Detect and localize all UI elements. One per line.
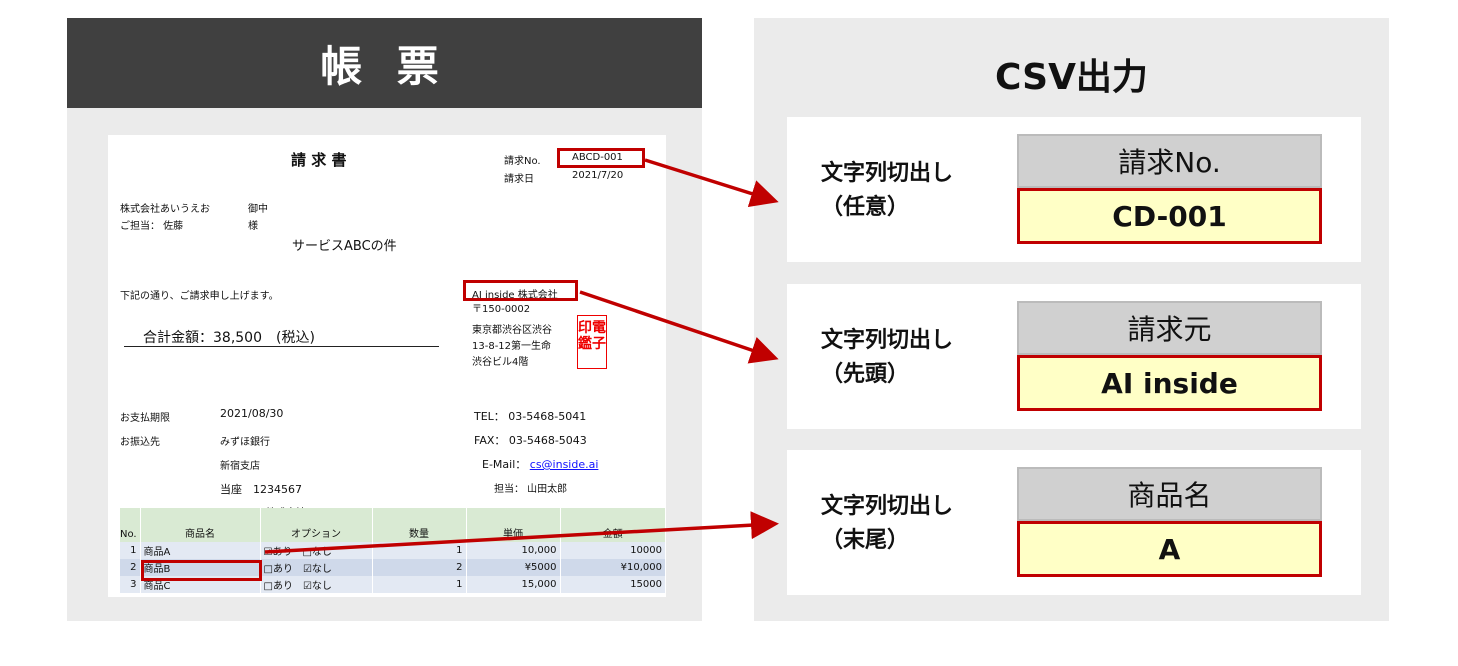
invoice-date-label: 請求日 bbox=[504, 174, 534, 185]
seal-stamp: 印電鑑子 bbox=[577, 315, 607, 369]
fax: FAX： 03-5468-5043 bbox=[474, 434, 587, 447]
form-panel: 帳 票 請 求 書 請求No. ABCD-001 請求日 2021/7/20 株… bbox=[67, 18, 702, 621]
csv-column-header: 請求元 bbox=[1017, 301, 1322, 355]
col-header: 単価 bbox=[466, 508, 561, 542]
csv-card-product: 文字列切出し（末尾） 商品名 A bbox=[787, 450, 1361, 595]
invoice-no-label: 請求No. bbox=[504, 156, 541, 167]
due-label: お支払期限 bbox=[120, 413, 170, 424]
client-suffix: 御中 bbox=[248, 204, 268, 215]
csv-output-title: CSV出力 bbox=[995, 57, 1148, 98]
col-header: 商品名 bbox=[140, 508, 261, 542]
invoice-title: 請 求 書 bbox=[291, 151, 347, 169]
bank-label: お振込先 bbox=[120, 437, 160, 448]
invoice-date: 2021/7/20 bbox=[572, 170, 624, 181]
address-line: 渋谷ビル4階 bbox=[472, 357, 529, 368]
total-underline bbox=[124, 346, 439, 347]
tel: TEL： 03-5468-5041 bbox=[474, 410, 587, 423]
issuer: AI inside 株式会社 bbox=[472, 290, 558, 301]
address-line: 13-8-12第一生命 bbox=[472, 341, 552, 352]
email-link[interactable]: cs@inside.ai bbox=[529, 458, 599, 471]
extraction-label: 文字列切出し（先頭） bbox=[821, 328, 954, 387]
representative: 担当： 山田太郎 bbox=[494, 484, 568, 495]
csv-card-issuer: 文字列切出し（先頭） 請求元 AI inside bbox=[787, 284, 1361, 429]
arrow-invoice-no bbox=[644, 158, 779, 208]
postal: 〒150-0002 bbox=[472, 304, 531, 315]
csv-card-invoice-no: 文字列切出し（任意） 請求No. CD-001 bbox=[787, 117, 1361, 262]
csv-value: A bbox=[1017, 521, 1322, 577]
form-panel-title: 帳 票 bbox=[67, 18, 702, 108]
due-date: 2021/08/30 bbox=[220, 407, 284, 420]
extraction-label: 文字列切出し（末尾） bbox=[821, 494, 954, 553]
highlight-invoice-no bbox=[557, 148, 645, 168]
csv-output-panel: CSV出力 文字列切出し（任意） 請求No. CD-001 文字列切出し（先頭）… bbox=[754, 18, 1389, 621]
extraction-label: 文字列切出し（任意） bbox=[821, 161, 954, 220]
invoice-no: ABCD-001 bbox=[572, 152, 623, 163]
highlight-product-name bbox=[141, 560, 262, 581]
arrow-issuer bbox=[579, 290, 779, 364]
col-header: 数量 bbox=[372, 508, 467, 542]
address-line: 東京都渋谷区渋谷 bbox=[472, 325, 552, 336]
email-label: E-Mail： bbox=[482, 458, 527, 471]
intro: 下記の通り、ご請求申し上げます。 bbox=[120, 291, 279, 302]
invoice-document: 請 求 書 請求No. ABCD-001 請求日 2021/7/20 株式会社あ… bbox=[108, 135, 666, 597]
highlight-issuer bbox=[463, 280, 578, 301]
csv-column-header: 請求No. bbox=[1017, 134, 1322, 188]
arrow-product bbox=[264, 511, 779, 554]
subject: サービスABCの件 bbox=[292, 239, 397, 254]
contact: ご担当： 佐藤 bbox=[120, 221, 184, 232]
account: 当座 1234567 bbox=[220, 483, 302, 496]
client-name: 株式会社あいうえお bbox=[120, 204, 210, 215]
col-header: No. bbox=[120, 508, 141, 542]
bank: みずほ銀行 bbox=[220, 437, 270, 448]
col-header: オプション bbox=[260, 508, 373, 542]
branch: 新宿支店 bbox=[220, 461, 260, 472]
csv-value: AI inside bbox=[1017, 355, 1322, 411]
total-amount: 合計金額：38,500 (税込) bbox=[143, 330, 315, 346]
csv-value: CD-001 bbox=[1017, 188, 1322, 244]
csv-column-header: 商品名 bbox=[1017, 467, 1322, 521]
contact-suffix: 様 bbox=[248, 221, 258, 232]
